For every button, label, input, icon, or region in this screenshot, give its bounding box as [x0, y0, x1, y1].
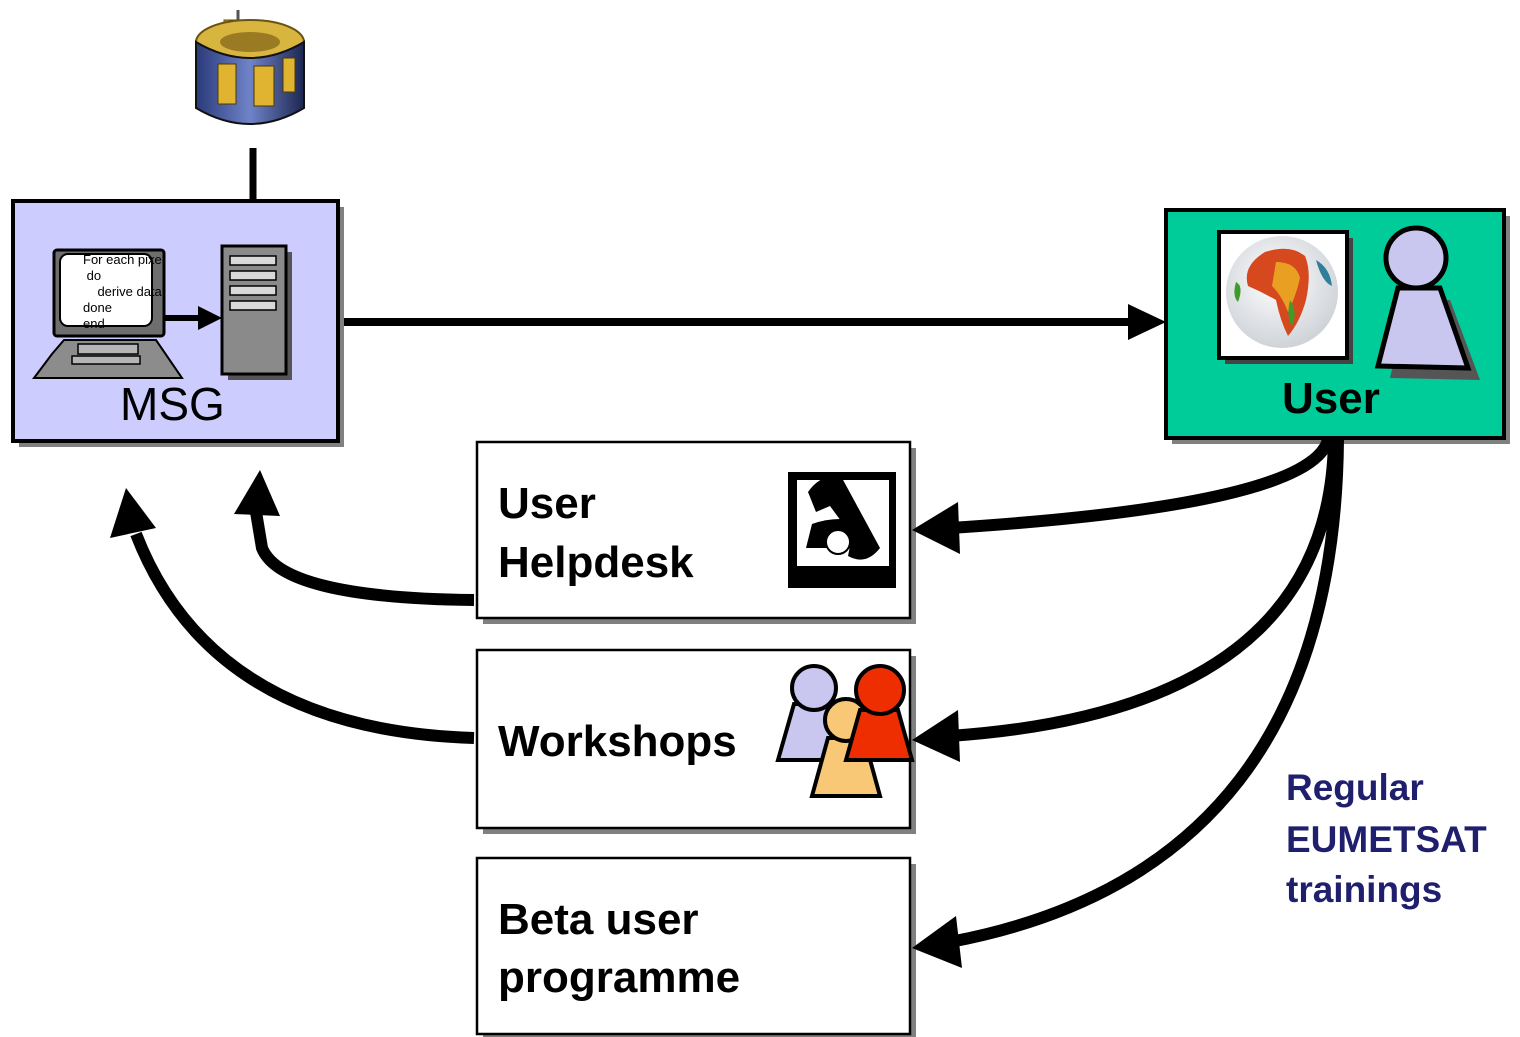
helpdesk-label-line1: User — [498, 479, 596, 528]
arrow-user-to-helpdesk — [912, 437, 1334, 554]
code-line-5: end — [83, 316, 105, 331]
satellite-icon — [195, 10, 305, 125]
trainings-line2: EUMETSAT — [1286, 819, 1487, 860]
beta-label-line2: programme — [498, 953, 740, 1002]
code-line-3: derive data — [83, 284, 163, 299]
telephone-icon — [788, 472, 896, 588]
computer-icon: For each pixel do derive data done end — [32, 248, 184, 379]
workshops-box: Workshops — [475, 648, 916, 834]
beta-box: Beta user programme — [475, 856, 916, 1037]
arrow-workshops-to-msg — [110, 488, 475, 744]
arrow-computer-to-server — [164, 306, 222, 330]
trainings-line1: Regular — [1286, 767, 1424, 808]
msg-node: For each pixel do derive data done end M… — [11, 199, 344, 447]
globe-icon — [1217, 230, 1353, 364]
code-line-1: For each pixel — [83, 252, 165, 267]
trainings-line3: trainings — [1286, 869, 1442, 910]
helpdesk-label-line2: Helpdesk — [498, 538, 694, 587]
person-icon — [1374, 225, 1480, 380]
people-icon — [775, 664, 915, 798]
arrow-user-to-workshops — [912, 439, 1340, 762]
user-label: User — [1282, 374, 1380, 423]
arrow-msg-to-user — [344, 304, 1166, 340]
arrow-user-to-beta — [912, 439, 1344, 968]
user-node: User — [1164, 208, 1510, 444]
code-line-2: do — [83, 268, 101, 283]
trainings-label: Regular EUMETSAT trainings — [1286, 767, 1487, 910]
server-icon — [220, 244, 292, 380]
code-line-4: done — [83, 300, 112, 315]
arrow-helpdesk-to-msg — [234, 470, 475, 606]
workshops-label: Workshops — [498, 717, 737, 766]
msg-label: MSG — [120, 378, 225, 430]
helpdesk-box: User Helpdesk — [475, 440, 916, 624]
beta-label-line1: Beta user — [498, 895, 699, 944]
